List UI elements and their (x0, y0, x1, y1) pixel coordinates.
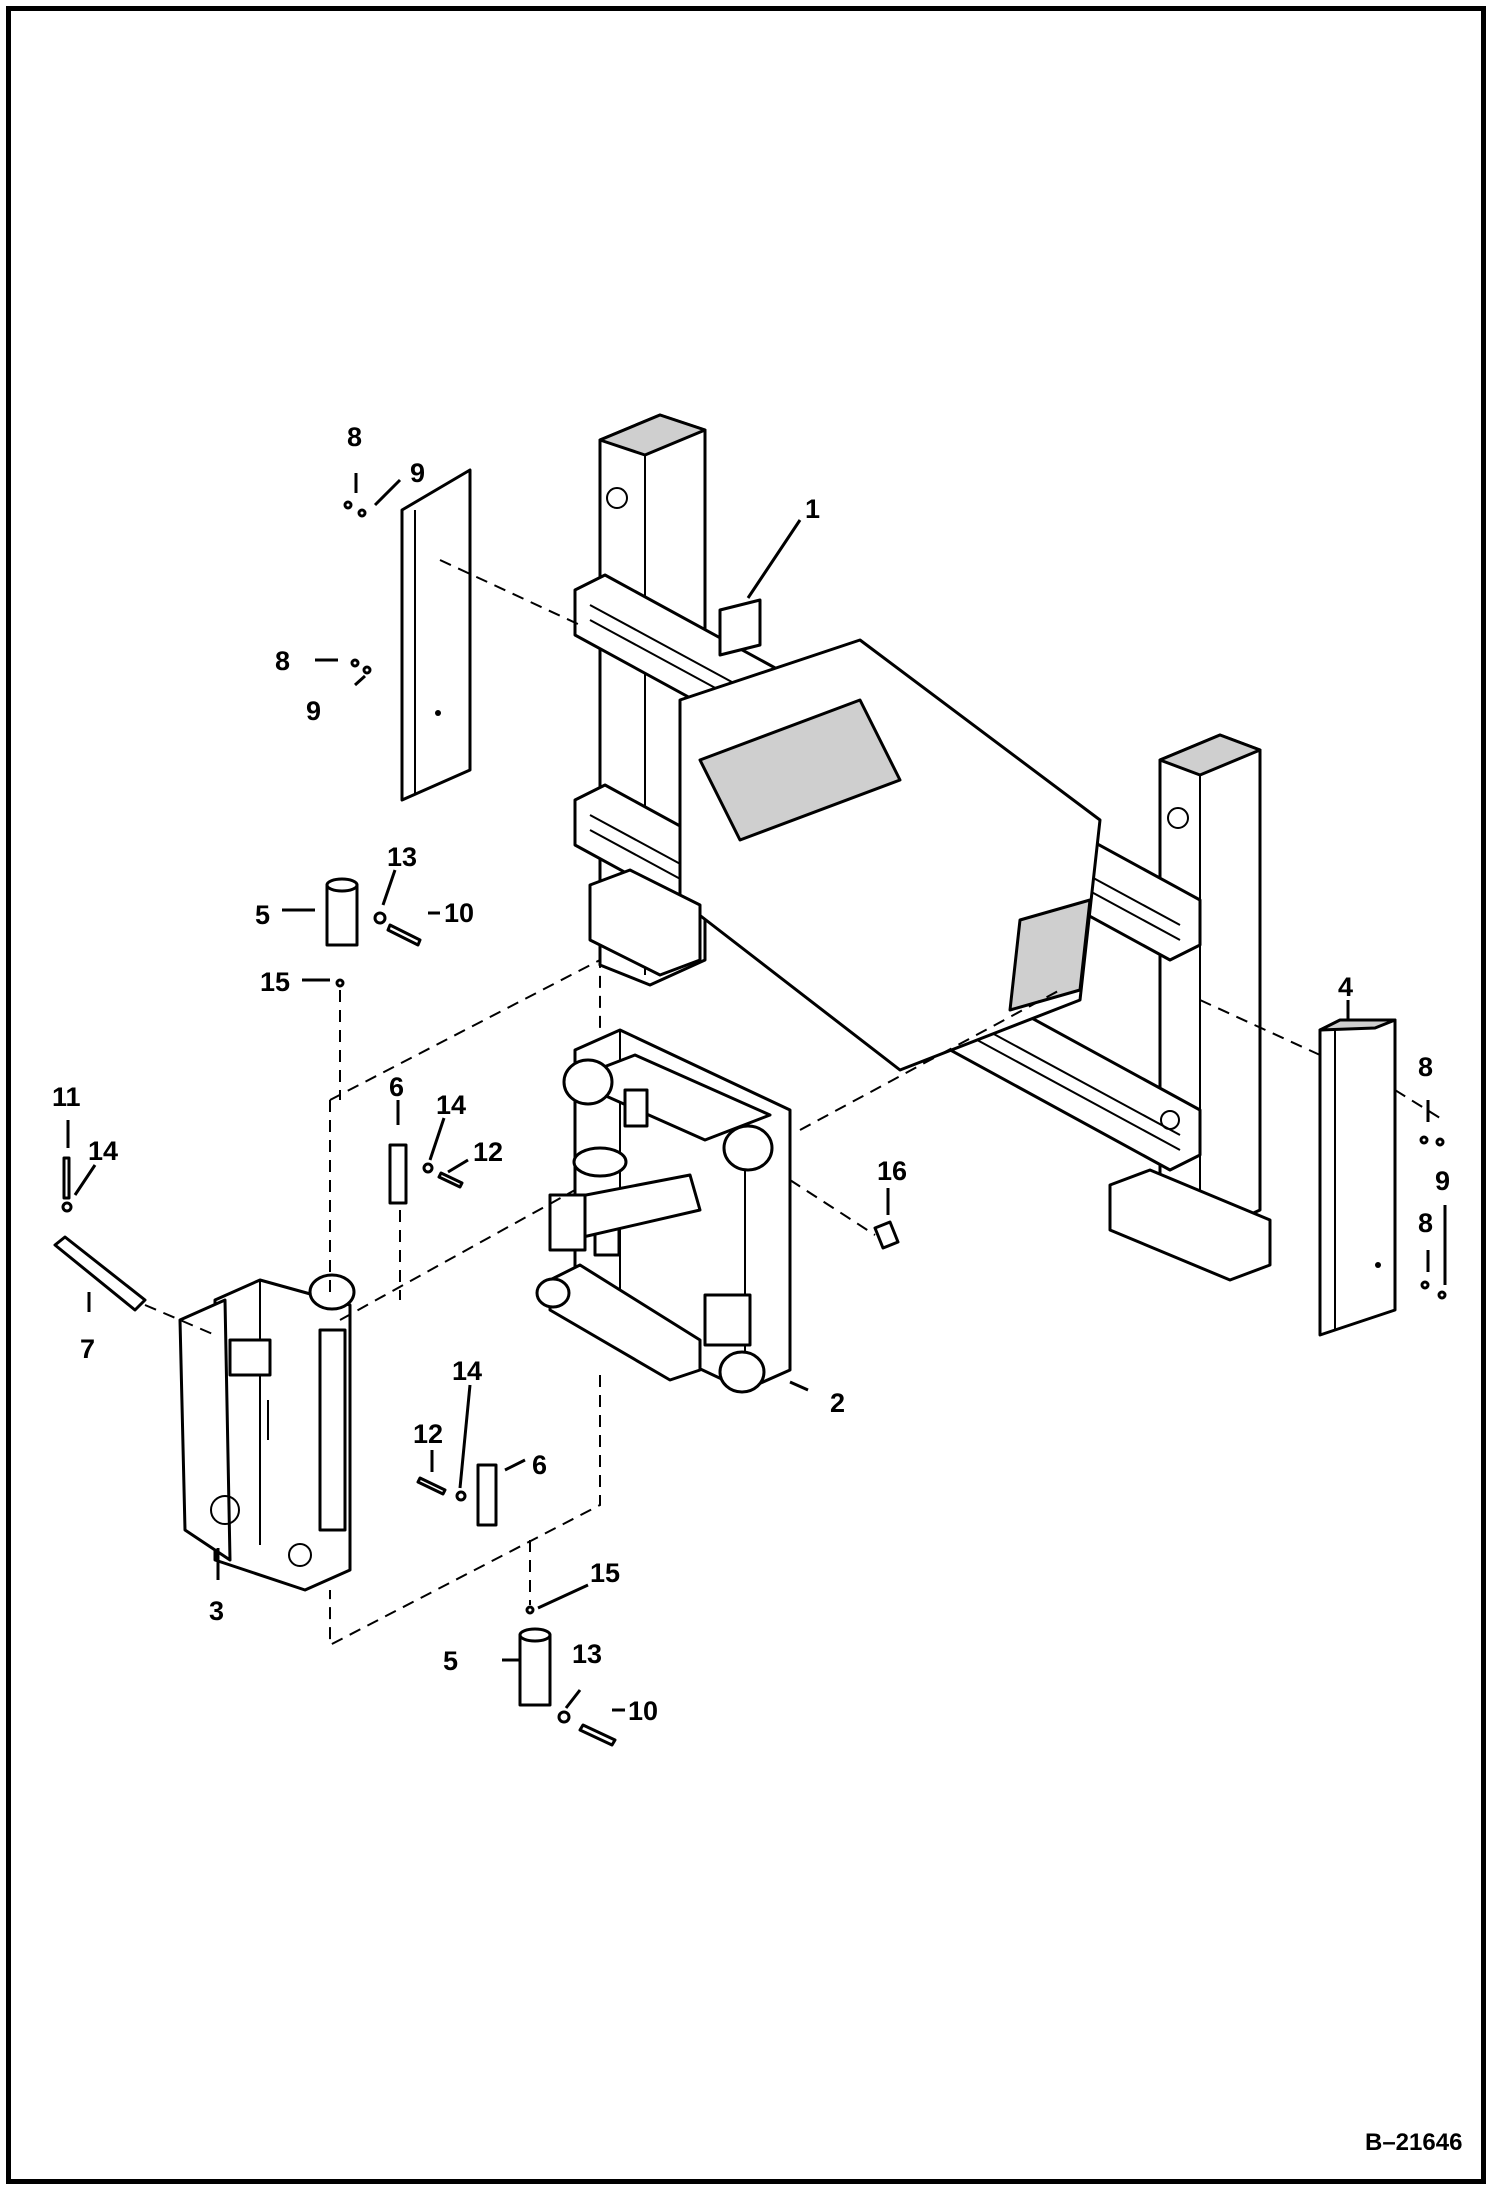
part-6-pin-upper (388, 1143, 408, 1205)
part-15-fitting-upper (335, 978, 345, 988)
callout-4: 4 (1338, 972, 1353, 1002)
part-9-nut-a (357, 508, 367, 518)
callout-9-c: 9 (1435, 1166, 1450, 1196)
part-8-screw-c (1419, 1135, 1429, 1145)
part-8-screw-a (343, 500, 353, 510)
part-9-nut-c (1435, 1137, 1445, 1147)
callout-7: 7 (80, 1334, 95, 1364)
part-9-nut-b (362, 665, 372, 675)
callout-5-lower: 5 (443, 1646, 458, 1676)
callout-2: 2 (830, 1388, 845, 1418)
callout-8-b: 8 (275, 646, 290, 676)
part-11-bolt (62, 1156, 71, 1200)
part-5-pin-upper (325, 877, 359, 947)
callout-10-upper: 10 (444, 898, 474, 928)
callout-14-lower: 14 (452, 1356, 482, 1386)
callout-9-b: 9 (306, 696, 321, 726)
part-14-washer-lower (455, 1490, 467, 1502)
part-1-main-frame (573, 413, 1272, 1282)
part-8-screw-b (350, 658, 360, 668)
callout-6-lower: 6 (532, 1450, 547, 1480)
part-14-washer-upper (422, 1162, 434, 1174)
assembly-dashed-lines (144, 559, 1441, 1647)
part-6-pin-lower (476, 1463, 498, 1527)
callout-13-lower: 13 (572, 1639, 602, 1669)
part-13-washer-upper (373, 911, 387, 925)
callout-12-upper: 12 (473, 1137, 503, 1167)
callout-3: 3 (209, 1596, 224, 1626)
part-13-washer-lower (557, 1710, 571, 1724)
callout-12-lower: 12 (413, 1419, 443, 1449)
callout-15-upper: 15 (260, 967, 290, 997)
part-10-bolt-upper (386, 923, 422, 947)
callout-11: 11 (52, 1082, 81, 1112)
part-12-bolt-upper (437, 1171, 464, 1189)
callout-1: 1 (805, 494, 820, 524)
part-10-bolt-lower (578, 1723, 617, 1747)
part-7-long-pin (53, 1235, 147, 1312)
part-3-hinge-bracket (178, 1273, 356, 1592)
callout-5-upper: 5 (255, 900, 270, 930)
side-plate-left (400, 468, 472, 802)
callout-6-upper: 6 (389, 1072, 404, 1102)
callout-10-lower: 10 (628, 1696, 658, 1726)
part-4-side-plate-right (1318, 1018, 1397, 1337)
callout-14-upper: 14 (436, 1090, 466, 1120)
callout-8-a: 8 (347, 422, 362, 452)
figure-id: B–21646 (1365, 2129, 1462, 2156)
callout-8-d: 8 (1418, 1208, 1433, 1238)
part-12-bolt-lower (416, 1476, 447, 1496)
callout-15-lower: 15 (590, 1558, 620, 1588)
part-15-fitting-lower (525, 1605, 535, 1615)
part-2-swivel-carriage (535, 1028, 792, 1394)
callout-14-left: 14 (88, 1136, 118, 1166)
callout-13-upper: 13 (387, 842, 417, 872)
part-5-pin-lower (518, 1627, 552, 1707)
callout-labels: 1 2 3 4 5 5 6 6 7 8 8 8 8 9 9 9 10 10 11… (52, 422, 1450, 1726)
part-14-washer-left (61, 1201, 73, 1213)
part-8-screw-d (1420, 1280, 1430, 1290)
callout-9-a: 9 (410, 458, 425, 488)
callout-16: 16 (877, 1156, 907, 1186)
part-16-clip (873, 1220, 900, 1250)
callout-8-c: 8 (1418, 1052, 1433, 1082)
callout-leaders (66, 473, 1447, 1712)
part-9-nut-d (1437, 1290, 1447, 1300)
